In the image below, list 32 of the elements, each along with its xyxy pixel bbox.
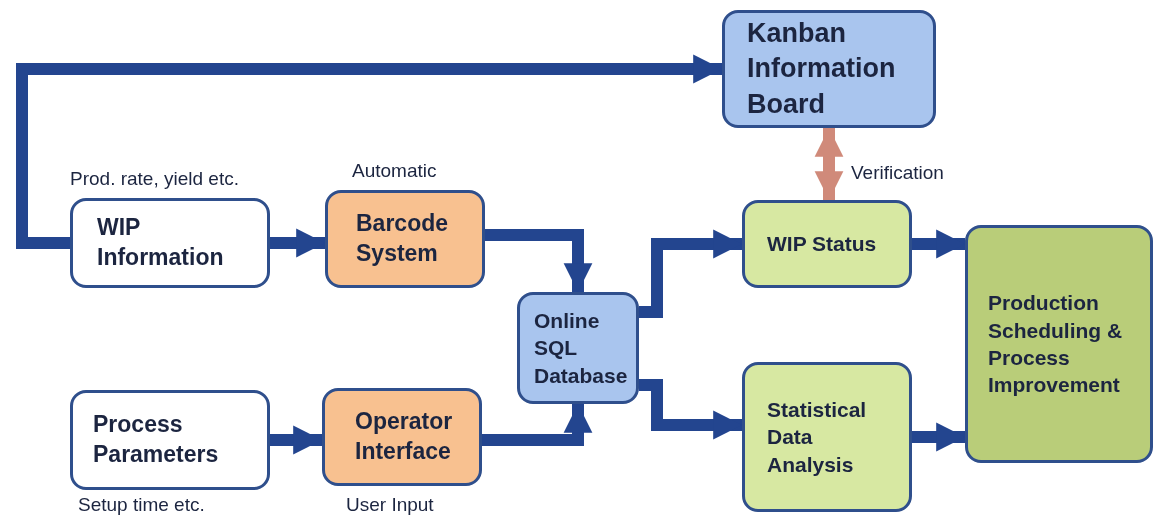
arrow	[482, 404, 593, 446]
process-box	[70, 390, 270, 490]
arrow	[270, 228, 325, 258]
box-label: Kanban Information Board	[747, 17, 897, 121]
annotation: Prod. rate, yield etc.	[70, 168, 239, 190]
box-label: WIP Information	[97, 213, 225, 272]
process-box	[722, 10, 936, 128]
annotation: Automatic	[352, 160, 437, 182]
box-label: WIP Status	[767, 231, 878, 258]
box-label: Online SQL Database	[534, 308, 626, 389]
annotation: Setup time etc.	[78, 494, 205, 516]
process-box	[965, 225, 1153, 463]
box-label: Production Scheduling & Process Improvement	[988, 290, 1124, 399]
box-label: Statistical Data Analysis	[767, 397, 868, 478]
process-box	[70, 198, 270, 288]
box-label: Operator Interface	[355, 407, 454, 466]
process-box	[742, 362, 912, 512]
arrow	[485, 229, 593, 292]
process-box	[322, 388, 482, 486]
process-box	[742, 200, 912, 288]
box-label: Barcode System	[356, 209, 450, 268]
arrow	[16, 54, 722, 249]
arrow	[912, 229, 965, 259]
arrow	[814, 128, 844, 200]
process-box	[517, 292, 639, 404]
arrow	[639, 229, 742, 318]
arrow	[639, 379, 742, 440]
arrow	[912, 422, 965, 452]
box-label: Process Parameters	[93, 410, 220, 469]
arrow	[270, 425, 322, 455]
annotation: User Input	[346, 494, 434, 516]
process-box	[325, 190, 485, 288]
